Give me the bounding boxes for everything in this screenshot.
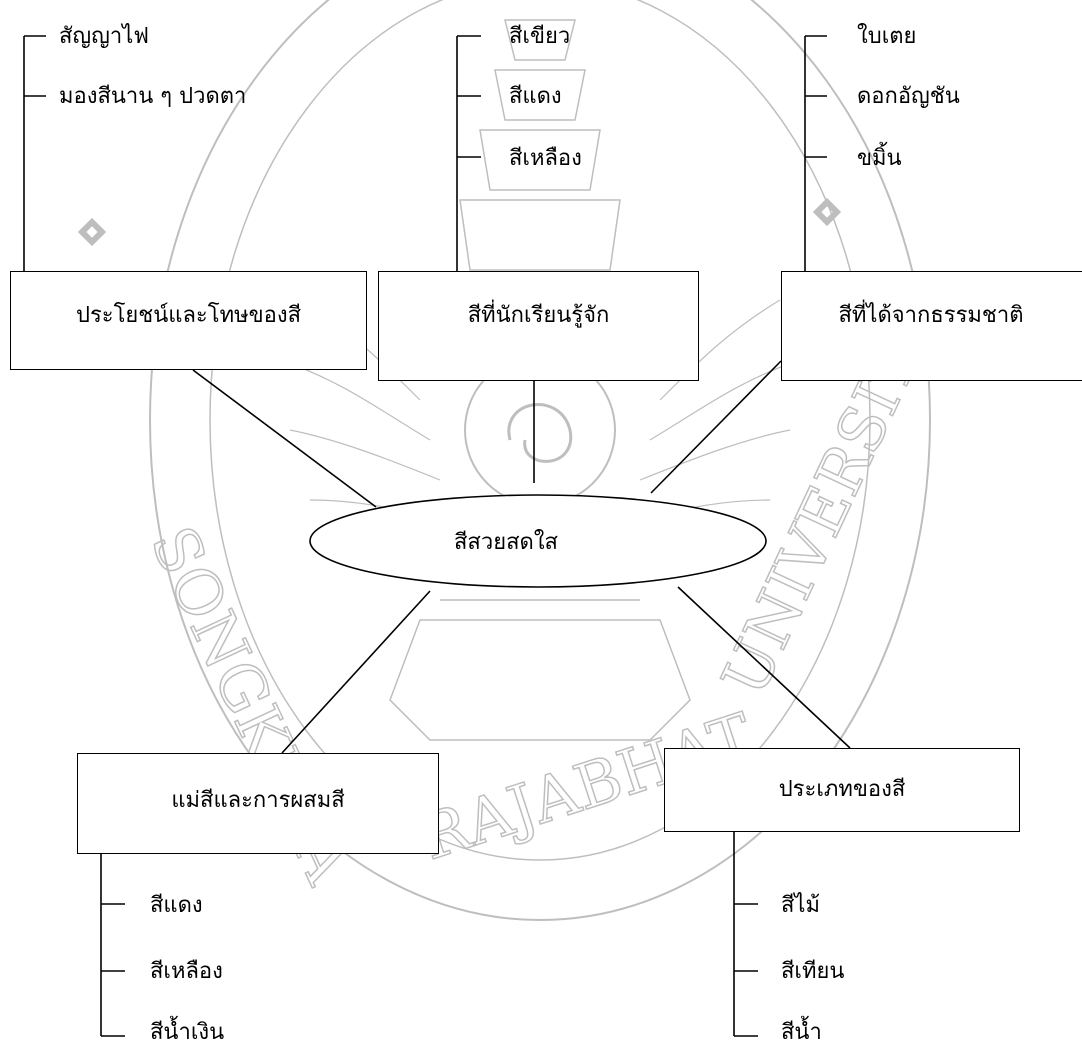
known-colors-item-2: สีแดง	[509, 84, 562, 109]
center-topic-label: สีสวยสดใส	[454, 530, 558, 555]
primary-mixing-item-3: สีน้ำเงิน	[150, 1020, 225, 1045]
primary-mixing-item-2: สีเหลือง	[150, 959, 223, 984]
natural-colors-item-3: ขมิ้น	[857, 146, 902, 171]
seal-pagoda-emblem	[389, 19, 691, 741]
link-center-primary	[281, 590, 431, 754]
types-item-3: สีน้ำ	[781, 1020, 822, 1045]
natural-colors-item-2: ดอกอัญชัน	[857, 84, 960, 109]
center-ellipse	[309, 494, 767, 588]
box-known-colors: สีที่นักเรียนรู้จัก	[378, 271, 699, 381]
box-benefits-title: ประโยชน์และโทษของสี	[76, 303, 301, 328]
box-primary-mixing-title: แม่สีและการผสมสี	[171, 788, 345, 813]
link-benefits-center	[192, 369, 377, 508]
seal-outer-ring	[149, 0, 931, 921]
benefits-item-2: มองสีนาน ๆ ปวดตา	[59, 84, 247, 109]
benefits-item-1: สัญญาไฟ	[59, 24, 149, 49]
box-known-colors-title: สีที่นักเรียนรู้จัก	[467, 303, 610, 328]
natural-colors-item-1: ใบเตย	[857, 24, 917, 49]
box-benefits: ประโยชน์และโทษของสี	[10, 271, 367, 370]
box-natural-colors-title: สีที่ได้จากธรรมชาติ	[838, 303, 1024, 328]
types-item-1: สีไม้	[781, 893, 820, 918]
box-primary-mixing: แม่สีและการผสมสี	[77, 753, 439, 854]
types-item-2: สีเทียน	[781, 959, 845, 984]
seal-dots	[77, 197, 842, 247]
link-center-types	[677, 586, 851, 749]
box-color-types-title: ประเภทของสี	[778, 777, 906, 802]
known-colors-item-1: สีเขียว	[509, 24, 571, 49]
primary-mixing-item-1: สีแดง	[150, 893, 203, 918]
box-color-types: ประเภทของสี	[664, 748, 1020, 832]
link-natural-center	[650, 360, 782, 494]
known-colors-item-3: สีเหลือง	[509, 146, 582, 171]
box-natural-colors: สีที่ได้จากธรรมชาติ	[781, 271, 1082, 381]
